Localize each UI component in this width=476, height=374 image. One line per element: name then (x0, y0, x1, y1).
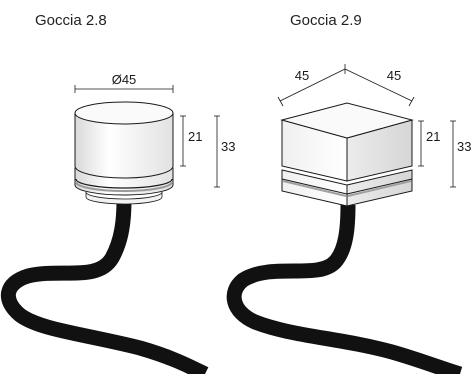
cube-base-groove-front (281, 178, 348, 195)
cylinder-body (74, 112, 174, 179)
cube-base-groove-shadow-side (347, 180, 412, 197)
cylinder-top-face (74, 101, 174, 125)
dimension-label-body-height-left: 21 (188, 129, 202, 144)
cube-base-groove-side (346, 178, 413, 195)
dimension-label-diameter: Ø45 (112, 72, 137, 87)
goccia-2-8-drawing: Ø45 21 33 (0, 72, 235, 374)
goccia-2-9-drawing: 45 45 21 33 (226, 64, 471, 374)
cube-base-groove-shadow-front (282, 180, 347, 197)
cylinder-ring-groove-shadow (75, 181, 173, 192)
dimension-label-depth: 45 (387, 68, 401, 83)
dimension-line-width (279, 68, 346, 102)
dimension-tick-width-left (277, 96, 284, 107)
dimension-label-body-height-right: 21 (426, 129, 440, 144)
cable-right (226, 204, 463, 374)
dimension-label-width: 45 (295, 68, 309, 83)
cylinder-ring-groove (75, 178, 173, 189)
cube-top-face (280, 102, 414, 139)
cylinder-bottom-plate (85, 191, 163, 205)
product-title-goccia-2-9: Goccia 2.9 (290, 12, 362, 29)
dimension-line-depth (344, 68, 413, 102)
dimension-label-total-height-right: 33 (457, 139, 471, 154)
dimension-tick-depth-right (408, 96, 415, 107)
product-title-goccia-2-8: Goccia 2.8 (35, 12, 107, 29)
dimension-label-total-height-left: 33 (221, 139, 235, 154)
cable-left (0, 199, 209, 374)
